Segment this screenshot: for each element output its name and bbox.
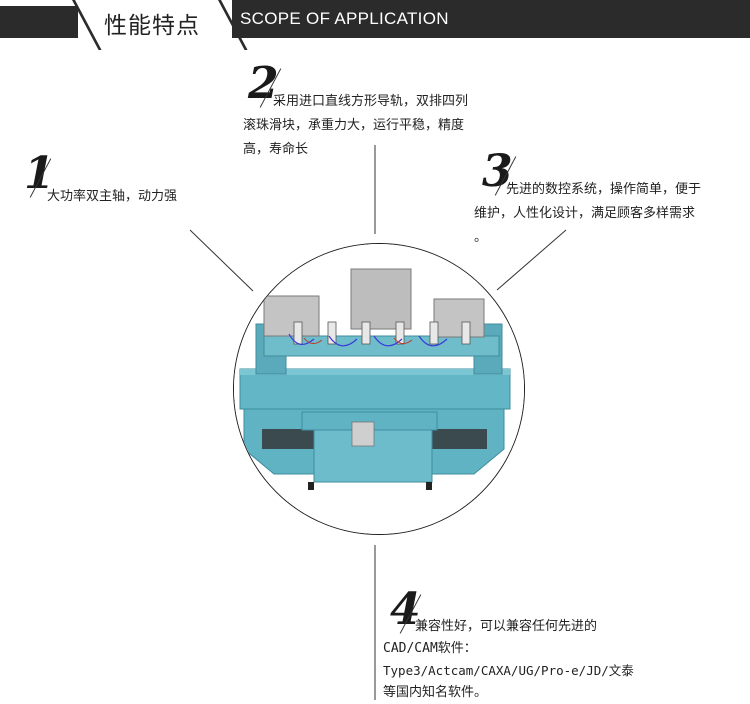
feature-text-line: 高，寿命长 [243, 142, 309, 157]
connector-line-1 [189, 229, 254, 292]
feature-text-line: 滚珠滑块，承重力大，运行平稳，精度 [243, 118, 465, 133]
feature-text-line: 先进的数控系统，操作简单，便于 [506, 182, 702, 197]
section-header: 性能特点 SCOPE OF APPLICATION [0, 0, 750, 50]
machine-photo [233, 243, 525, 535]
feature-text-4: 兼容性好，可以兼容任何先进的 CAD/CAM软件： Type3/Actcam/C… [383, 616, 634, 704]
feature-text-line: CAD/CAM软件： [383, 641, 477, 656]
header-title-en: SCOPE OF APPLICATION [240, 9, 449, 28]
header-dark-band [232, 0, 750, 38]
connector-line-3 [496, 229, 567, 291]
feature-text-3: 先进的数控系统，操作简单，便于 维护，人性化设计，满足顾客多样需求 。 [474, 178, 701, 250]
cnc-machine-illustration [234, 244, 524, 534]
feature-text-2: 采用进口直线方形导轨，双排四列 滚珠滑块，承重力大，运行平稳，精度 高，寿命长 [243, 90, 468, 162]
feature-text-1: 大功率双主轴，动力强 [47, 185, 177, 209]
feature-text-line: 维护，人性化设计，满足顾客多样需求 [474, 206, 696, 221]
feature-text-line: 兼容性好，可以兼容任何先进的 [415, 619, 598, 634]
feature-text-line: Type3/Actcam/CAXA/UG/Pro-e/JD/文泰 [383, 663, 634, 678]
feature-text-line: 采用进口直线方形导轨，双排四列 [273, 94, 469, 109]
header-left-block [0, 6, 78, 38]
feature-text-line: 。 [474, 230, 488, 245]
feature-text-line: 大功率双主轴，动力强 [47, 189, 178, 204]
feature-text-line: 等国内知名软件。 [383, 685, 488, 700]
header-title-cn: 性能特点 [104, 13, 200, 39]
